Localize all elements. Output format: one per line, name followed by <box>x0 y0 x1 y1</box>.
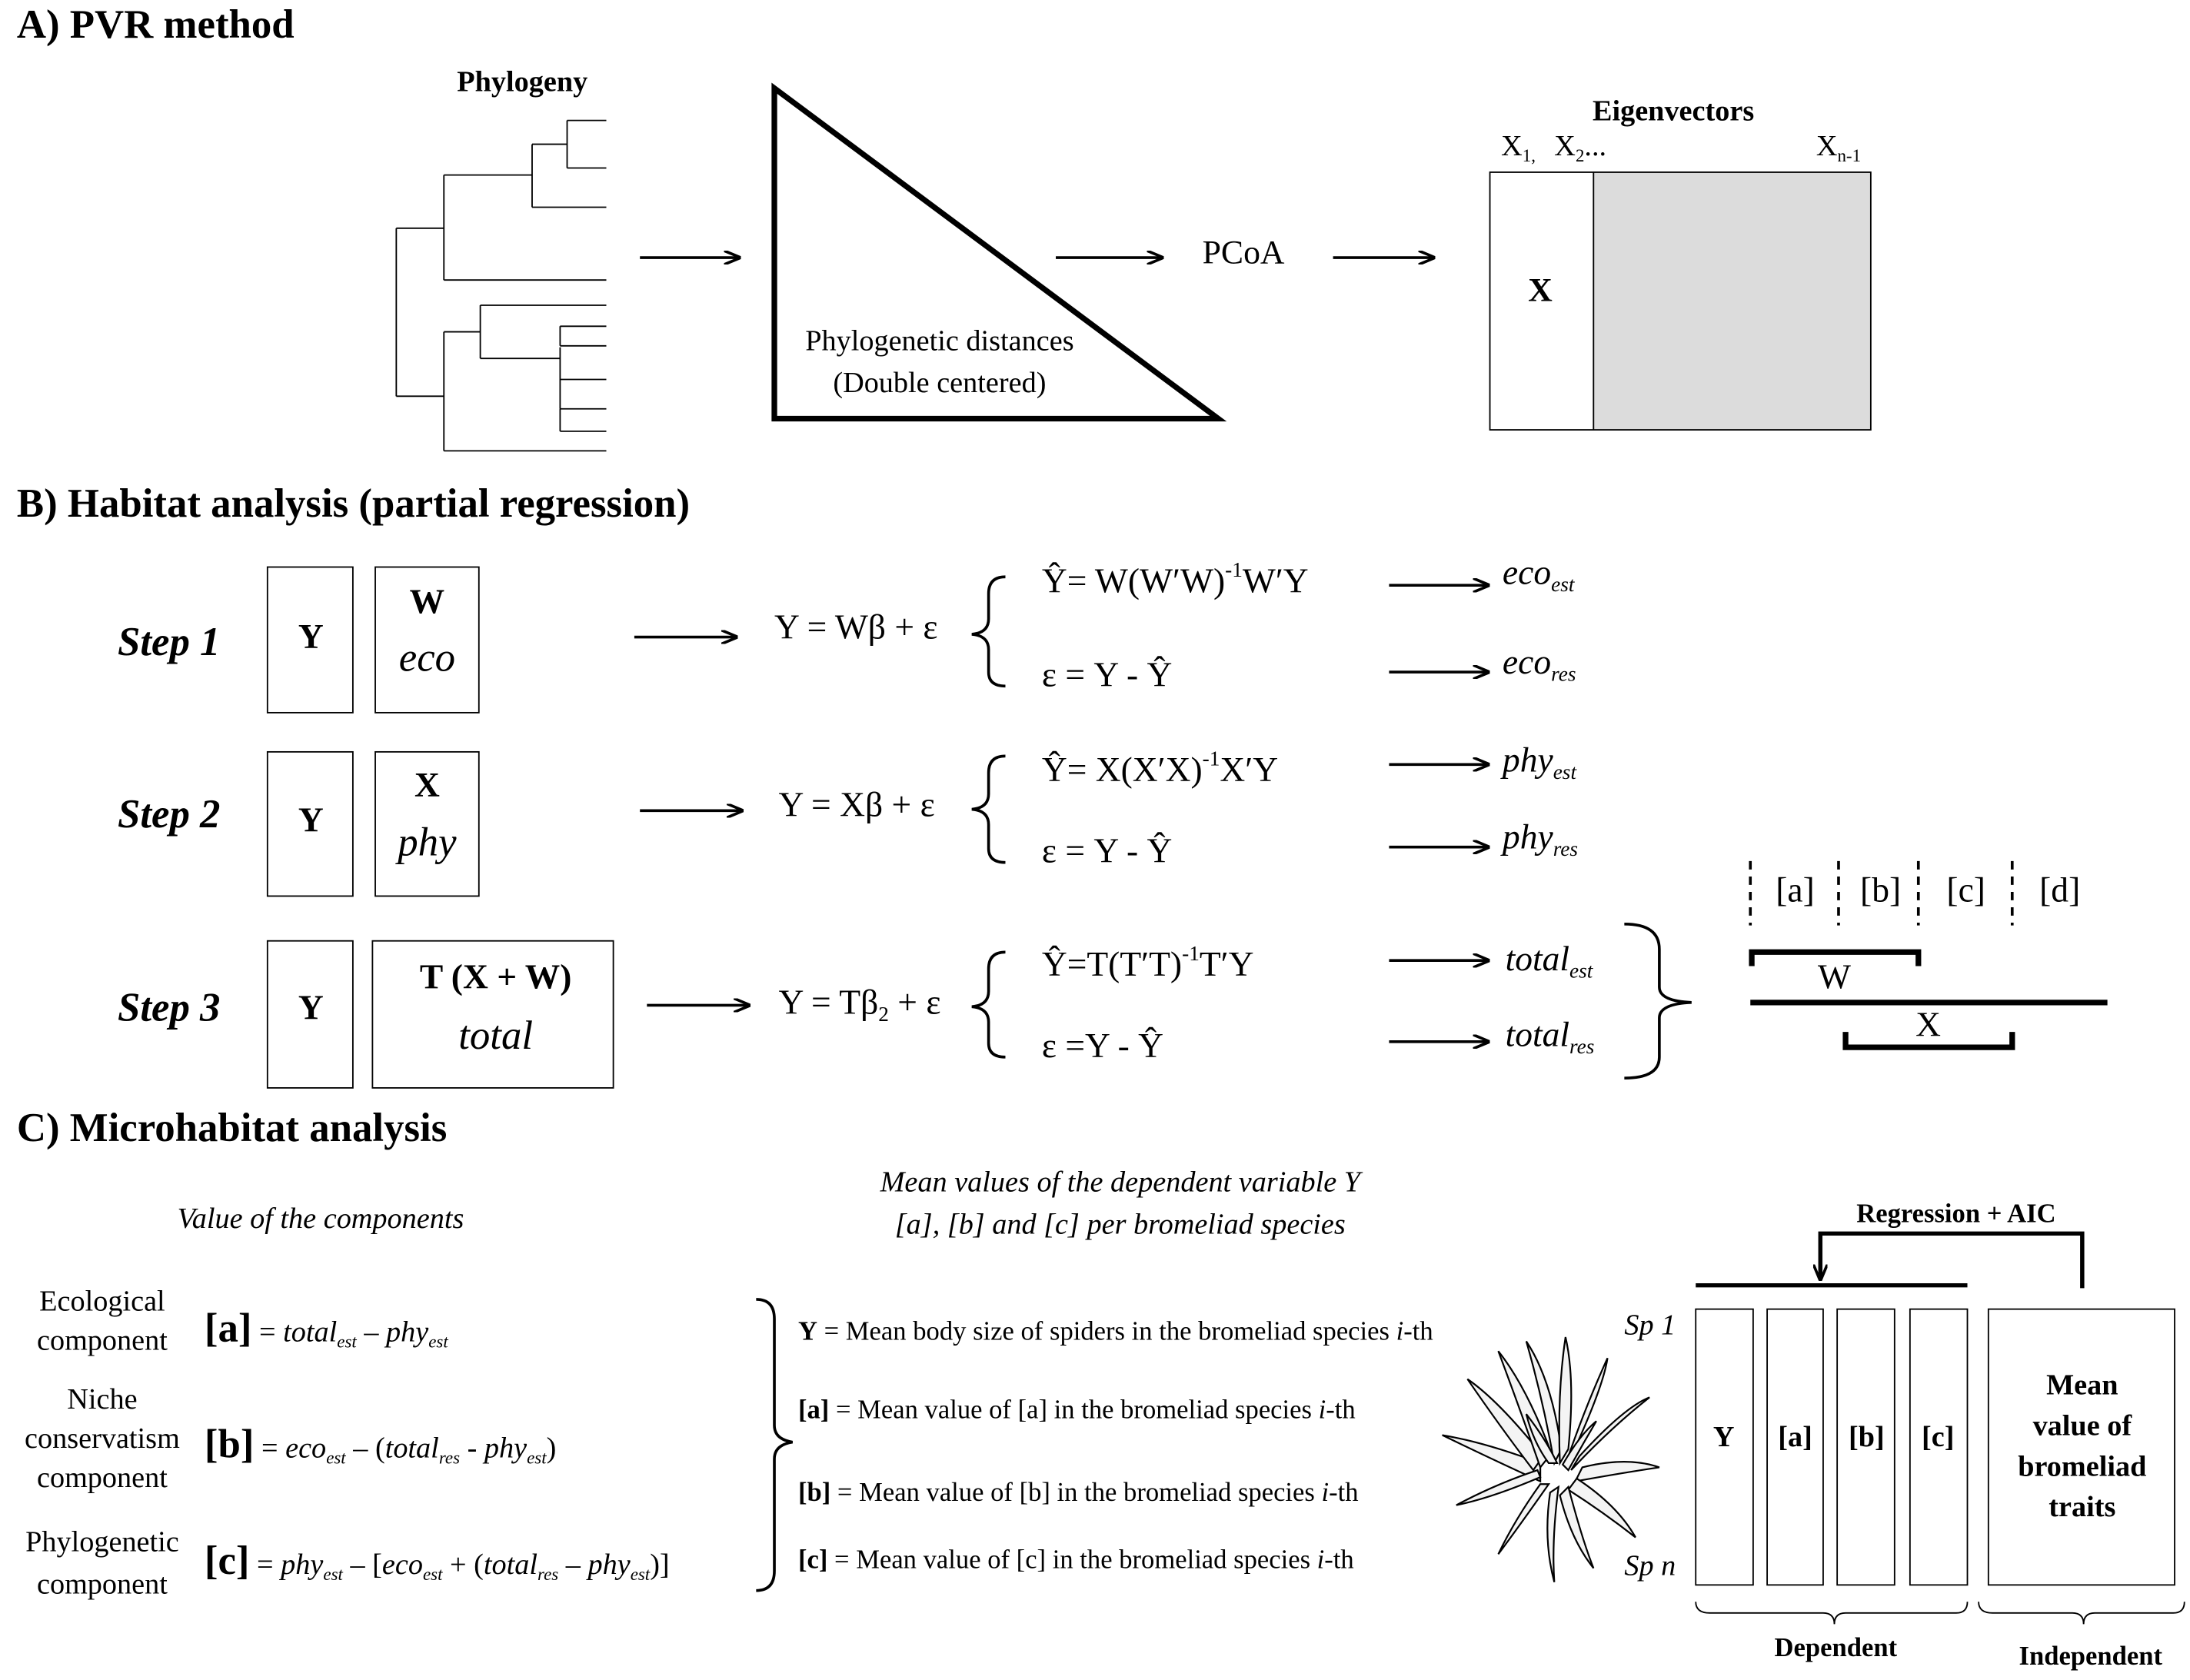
independent-label: Independent <box>2019 1642 2163 1672</box>
step-2-output-res: phyres <box>1502 819 1579 862</box>
partition-diagram <box>1749 860 2108 1050</box>
eigenvector-x2-label: X2... <box>1554 128 1607 166</box>
step-1-model: Y = Wβ + ε <box>774 609 938 647</box>
component-b-name-3: component <box>36 1460 168 1495</box>
mean-y-description: Y = Mean body size of spiders in the bro… <box>797 1317 1433 1347</box>
regression-aic-label: Regression + AIC <box>1856 1199 2056 1229</box>
step-2-model: Y = Xβ + ε <box>778 787 935 825</box>
step-braces <box>971 575 1692 1080</box>
eigenvector-matrix <box>1489 171 1872 431</box>
means-heading-line2: [a], [b] and [c] per bromeliad species <box>894 1206 1346 1241</box>
step-arrows <box>634 585 1489 1042</box>
partition-b-label: [b] <box>1860 872 1902 910</box>
step-2-y-box: Y <box>298 802 324 840</box>
component-c-name-2: component <box>36 1566 168 1601</box>
mean-c-description: [c] = Mean value of [c] in the bromeliad… <box>797 1545 1354 1575</box>
column-c-label: [c] <box>1922 1419 1955 1454</box>
step-1-label: Step 1 <box>117 620 221 665</box>
section-a-title: A) PVR method <box>16 2 295 48</box>
step-3-output-est: totalest <box>1505 940 1593 983</box>
section-c-title: C) Microhabitat analysis <box>16 1106 448 1151</box>
partition-c-label: [c] <box>1946 872 1985 910</box>
step-2-box-top: X <box>414 767 440 806</box>
step-3-estimate-eq: Ŷ=T(T′T)-1T′Y <box>1041 943 1254 985</box>
phylogeny-label: Phylogeny <box>457 64 588 98</box>
column-y-label: Y <box>1712 1419 1735 1454</box>
step-2-residual-eq: ε = Y - Ŷ <box>1041 833 1173 871</box>
dependent-label: Dependent <box>1774 1634 1898 1664</box>
regression-arrow <box>1820 1231 2085 1289</box>
mean-b-description: [b] = Mean value of [b] in the bromeliad… <box>797 1478 1359 1509</box>
step-3-box-top: T (X + W) <box>419 959 572 997</box>
eigenvector-x1-label: X1, <box>1501 128 1536 166</box>
component-b-name-1: Niche <box>67 1382 138 1416</box>
step-3-model: Y = Tβ2 + ε <box>778 984 941 1027</box>
step-1-output-res: ecores <box>1502 644 1576 687</box>
eigenvectors-label: Eigenvectors <box>1592 94 1755 128</box>
component-c-name-1: Phylogenetic <box>25 1525 179 1559</box>
components-heading: Value of the components <box>177 1201 464 1236</box>
step-boxes <box>266 566 614 1089</box>
traits-box-line1: Mean <box>2046 1368 2118 1402</box>
column-a-label: [a] <box>1778 1419 1812 1454</box>
step-1-residual-eq: ε = Y - Ŷ <box>1041 657 1173 695</box>
eigenvector-xn-label: Xn-1 <box>1816 128 1862 166</box>
step-3-residual-eq: ε =Y - Ŷ <box>1041 1027 1163 1066</box>
eigenvector-matrix-shaded <box>1593 171 1871 431</box>
component-a-equation: [a] = totalest – phyest <box>204 1306 448 1352</box>
step-1-y-box: Y <box>298 618 324 657</box>
partition-d-label: [d] <box>2039 872 2081 910</box>
step-2-box-bottom: phy <box>398 820 457 866</box>
step-1-output-est: ecoest <box>1502 554 1575 597</box>
step-2-label: Step 2 <box>117 792 221 837</box>
partition-a-label: [a] <box>1776 872 1815 910</box>
means-heading-line1: Mean values of the dependent variable Y <box>880 1165 1361 1199</box>
step-1-box-bottom: eco <box>398 635 456 681</box>
partition-x-label: X <box>1915 1006 1941 1045</box>
species-last-label: Sp n <box>1624 1549 1676 1582</box>
distance-label-line1: Phylogenetic distances <box>805 323 1074 358</box>
mean-a-description: [a] = Mean value of [a] in the bromeliad… <box>797 1396 1356 1426</box>
traits-box-line2: value of <box>2032 1408 2132 1442</box>
component-a-name-1: Ecological <box>39 1283 165 1318</box>
components-brace <box>756 1298 794 1592</box>
component-b-name-2: conservatism <box>25 1421 180 1455</box>
species-first-label: Sp 1 <box>1624 1307 1676 1342</box>
component-b-equation: [b] = ecoest – (totalres - phyest) <box>204 1422 557 1469</box>
distance-label-line2: (Double centered) <box>833 365 1047 399</box>
column-b-label: [b] <box>1849 1419 1885 1454</box>
traits-box-line4: traits <box>2049 1489 2116 1524</box>
component-c-equation: [c] = phyest – [ecoest + (totalres – phy… <box>204 1539 670 1585</box>
step-3-y-box: Y <box>298 990 324 1028</box>
partition-w-label: W <box>1818 959 1852 997</box>
component-a-name-2: component <box>36 1322 168 1357</box>
step-1-estimate-eq: Ŷ= W(W′W)-1W′Y <box>1041 559 1309 601</box>
step-2-output-est: phyest <box>1502 742 1577 785</box>
traits-box-line3: bromeliad <box>2018 1449 2147 1483</box>
step-2-estimate-eq: Ŷ= X(X′X)-1X′Y <box>1041 748 1279 790</box>
step-1-box-top: W <box>409 584 445 622</box>
bromeliad-icon <box>1442 1336 1660 1583</box>
pcoa-label: PCoA <box>1202 235 1285 272</box>
phylogeny-tree <box>395 119 607 452</box>
dependent-columns <box>1695 1308 2175 1586</box>
step-3-box-bottom: total <box>458 1013 534 1059</box>
section-b-title: B) Habitat analysis (partial regression) <box>16 481 691 527</box>
step-3-output-res: totalres <box>1505 1016 1595 1060</box>
step-3-label: Step 3 <box>117 985 221 1031</box>
matrix-x-label: X <box>1528 273 1553 310</box>
distance-triangle <box>771 82 1227 422</box>
group-brackets <box>1695 1602 2185 1625</box>
